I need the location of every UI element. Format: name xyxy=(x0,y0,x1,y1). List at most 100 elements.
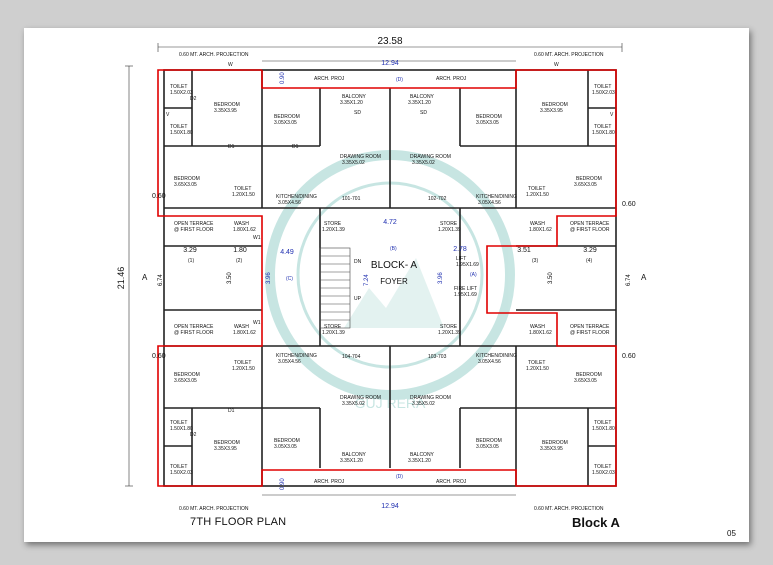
door-mark: D1 xyxy=(228,144,235,150)
wash-size: 1.80X1.62 xyxy=(233,227,256,233)
toilet-size: 1.20X1.50 xyxy=(526,192,549,198)
balcony-offset-top: 0.90 xyxy=(280,72,286,84)
unit-number-bl: 104-704 xyxy=(342,354,361,360)
foyer-block-label: BLOCK- A xyxy=(371,260,417,271)
toilet-label: TOILET xyxy=(528,360,545,366)
wash-label: WASH xyxy=(530,324,545,330)
balcony-size: 3.35X1.20 xyxy=(408,100,431,106)
side-depth-right-dim: 3.50 xyxy=(548,272,554,284)
end-depth-right-dim: 6.74 xyxy=(626,274,632,286)
door-mark: D2 xyxy=(190,432,197,438)
unit-top-left: TOILET 1.50X2.03 TOILET 1.50X1.80 BEDROO… xyxy=(170,84,381,264)
bedroom-label: BEDROOM xyxy=(542,440,568,446)
toilet-label: TOILET xyxy=(170,464,187,470)
balcony-size: 3.35X1.20 xyxy=(340,100,363,106)
bedroom-size: 3.05X3.05 xyxy=(476,120,499,126)
wash-label: WASH xyxy=(234,324,249,330)
store-size: 1.20X1.39 xyxy=(322,330,345,336)
projection-offset-right-bottom: 0.60 xyxy=(622,353,636,360)
end-depth-left-dim: 6.74 xyxy=(158,274,164,286)
mark-2: (2) xyxy=(236,258,242,264)
toilet-size: 1.50X2.03 xyxy=(170,90,193,96)
terrace-sub: @ FIRST FLOOR xyxy=(174,227,214,233)
toilet-size: 1.20X1.50 xyxy=(526,366,549,372)
store-label: STORE xyxy=(324,324,342,330)
kitchen-label: KITCHEN/DINING xyxy=(276,353,317,359)
section-mark-right: A xyxy=(641,273,647,282)
drawing-size: 3.35X5.02 xyxy=(342,401,365,407)
stair-dn: DN xyxy=(354,259,362,265)
store-size: 1.20X1.39 xyxy=(438,330,461,336)
door-mark-d-top: (D) xyxy=(396,77,403,83)
door-mark-a: (A) xyxy=(470,272,477,278)
door-mark-b: (B) xyxy=(390,246,397,252)
door-mark-d-bottom: (D) xyxy=(396,474,403,480)
bedroom-label: BEDROOM xyxy=(274,438,300,444)
balcony-label: BALCONY xyxy=(342,452,367,458)
bedroom-size: 3.65X3.05 xyxy=(174,182,197,188)
unit-top-right: TOILET 1.50X2.03 TOILET 1.50X1.80 BEDROO… xyxy=(408,84,615,264)
toilet-size: 1.50X2.03 xyxy=(592,470,615,476)
balcony-span-dim-top: 12.94 xyxy=(381,60,399,67)
bedroom-size: 3.35X3.95 xyxy=(214,108,237,114)
projection-label-tr: 0.60 MT. ARCH. PROJECTION xyxy=(534,52,604,58)
staircase xyxy=(319,247,351,329)
projection-offset-right: 0.60 xyxy=(622,201,636,208)
wash-label: WASH xyxy=(530,221,545,227)
kitchen-label: KITCHEN/DINING xyxy=(476,353,517,359)
wash-size: 1.80X1.62 xyxy=(529,227,552,233)
lobby-depth-left-dim: 3.96 xyxy=(266,272,272,284)
door-mark-c: (C) xyxy=(286,276,293,282)
balcony-label: BALCONY xyxy=(410,452,435,458)
door-mark: D1 xyxy=(292,144,299,150)
bedroom-label: BEDROOM xyxy=(174,176,200,182)
bedroom-size: 3.35X3.95 xyxy=(540,446,563,452)
mark-3: (3) xyxy=(532,258,538,264)
drawing-label: DRAWING ROOM xyxy=(410,395,451,401)
drawing-label: DRAWING ROOM xyxy=(340,395,381,401)
bedroom-label: BEDROOM xyxy=(542,102,568,108)
window-mark: W xyxy=(228,62,233,68)
wall-outline xyxy=(163,69,617,487)
balcony-label: BALCONY xyxy=(410,94,435,100)
bedroom-label: BEDROOM xyxy=(476,114,502,120)
terrace-label: OPEN TERRACE xyxy=(570,221,610,227)
toilet-label: TOILET xyxy=(594,84,611,90)
stair-up: UP xyxy=(354,296,362,302)
toilet-size: 1.50X2.03 xyxy=(170,470,193,476)
lift-width-dim: 2.78 xyxy=(453,246,467,253)
store-size: 1.20X1.39 xyxy=(322,227,345,233)
drawing-size: 3.35X5.02 xyxy=(412,160,435,166)
terrace-label: OPEN TERRACE xyxy=(174,221,214,227)
mark-4: (4) xyxy=(586,258,592,264)
unit-number-tl: 101-701 xyxy=(342,196,361,202)
arch-proj-tl: ARCH. PROJ xyxy=(314,76,345,82)
bedroom-size: 3.65X3.05 xyxy=(574,182,597,188)
lobby-depth-right-dim: 3.96 xyxy=(438,272,444,284)
balcony-size: 3.35X1.20 xyxy=(340,458,363,464)
toilet-size: 1.50X1.80 xyxy=(170,130,193,136)
bedroom-size: 3.65X3.05 xyxy=(574,378,597,384)
wash-size: 1.80X1.62 xyxy=(233,330,256,336)
toilet-size: 1.50X2.03 xyxy=(592,90,615,96)
stair-depth-dim: 7.24 xyxy=(364,274,370,286)
unit-bottom-left: OPEN TERRACE @ FIRST FLOOR WASH 1.80X1.6… xyxy=(170,324,381,476)
projection-label-bl: 0.60 MT. ARCH. PROJECTION xyxy=(179,506,249,512)
store-label: STORE xyxy=(440,324,458,330)
balcony-size: 3.35X1.20 xyxy=(408,458,431,464)
vent-mark: V xyxy=(166,112,170,118)
projection-offset-left: 0.60 xyxy=(152,193,166,200)
kitchen-label: KITCHEN/DINING xyxy=(476,194,517,200)
page-number: 05 xyxy=(727,529,736,538)
toilet-size: 1.50X1.80 xyxy=(592,130,615,136)
unit-number-br: 103-703 xyxy=(428,354,447,360)
bedroom-label: BEDROOM xyxy=(476,438,502,444)
toilet-label: TOILET xyxy=(594,124,611,130)
vent-mark: V xyxy=(610,112,614,118)
bedroom-size: 3.05X3.05 xyxy=(476,444,499,450)
balcony-offset-bottom: 0.90 xyxy=(280,478,286,490)
wash-width-left-dim: 1.80 xyxy=(233,247,247,254)
balcony-label: BALCONY xyxy=(342,94,367,100)
kitchen-label: KITCHEN/DINING xyxy=(276,194,317,200)
terrace-width-right-dim: 3.29 xyxy=(583,247,597,254)
